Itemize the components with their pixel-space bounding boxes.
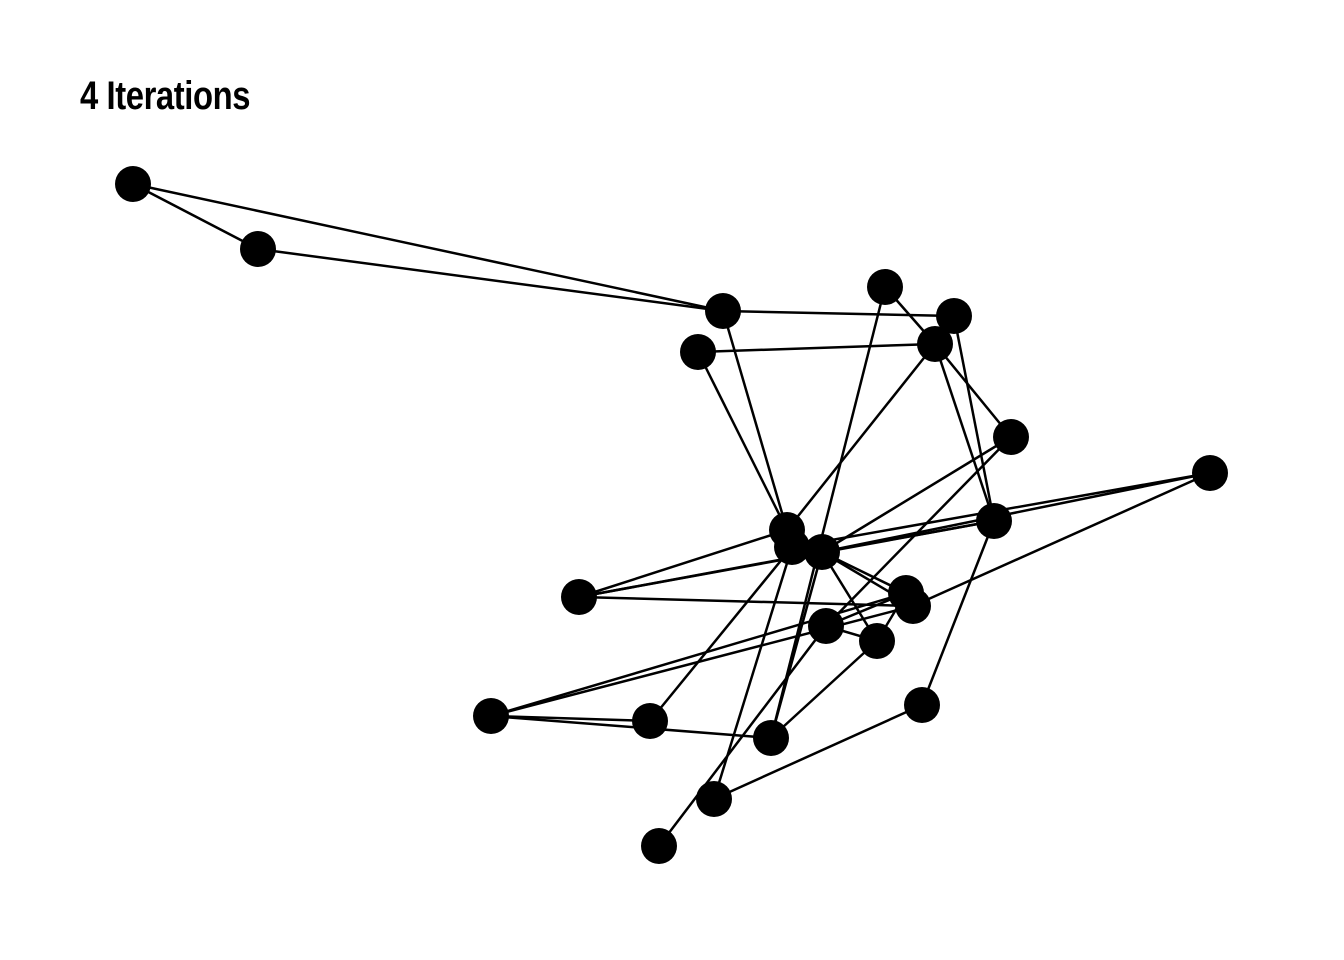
graph-node [705, 293, 741, 329]
graph-node [473, 698, 509, 734]
diagram-title: 4 Iterations [80, 74, 251, 118]
graph-edge [257, 247, 724, 313]
graph-node [680, 334, 716, 370]
graph-edge [722, 309, 955, 318]
graph-node [976, 503, 1012, 539]
graph-node [936, 298, 972, 334]
graph-edge [821, 471, 1211, 554]
graph-node [867, 269, 903, 305]
graph-node [917, 326, 953, 362]
graph-edge [912, 471, 1211, 608]
graph-edge [770, 640, 878, 739]
graph-edge [578, 595, 914, 608]
graph-edge [578, 528, 788, 599]
graph-edge [934, 343, 1012, 438]
graph-node [115, 166, 151, 202]
graph-edge [920, 520, 996, 706]
graph-node [774, 529, 810, 565]
graph-edge [490, 591, 907, 718]
graph-edge [821, 519, 995, 554]
graph-node [859, 623, 895, 659]
graph-edge [769, 551, 824, 739]
graph-node [641, 828, 677, 864]
graph-edge [132, 182, 724, 313]
graph-edge [713, 703, 923, 801]
graph-node [895, 588, 931, 624]
graph-edge [697, 342, 936, 354]
graph-edge [952, 315, 996, 522]
graph-edge [132, 182, 259, 251]
graph-node [993, 419, 1029, 455]
graph-node [904, 687, 940, 723]
graph-edge [649, 546, 793, 722]
graph-edge [490, 714, 772, 740]
graph-edge [933, 343, 996, 522]
graph-node [753, 720, 789, 756]
graph-node [240, 231, 276, 267]
graph-edge [769, 286, 887, 739]
graph-node [1192, 455, 1228, 491]
graph-edge [786, 343, 936, 531]
graph-edge [696, 351, 789, 531]
graph-edge [658, 625, 827, 847]
graph-node [804, 534, 840, 570]
graph-edge [490, 604, 914, 718]
graph-node [561, 579, 597, 615]
graph-node [808, 608, 844, 644]
graph-node [632, 703, 668, 739]
graph-edge [821, 435, 1012, 554]
graph-edge [712, 546, 794, 800]
graph-node [696, 781, 732, 817]
graph-edge [721, 310, 789, 531]
